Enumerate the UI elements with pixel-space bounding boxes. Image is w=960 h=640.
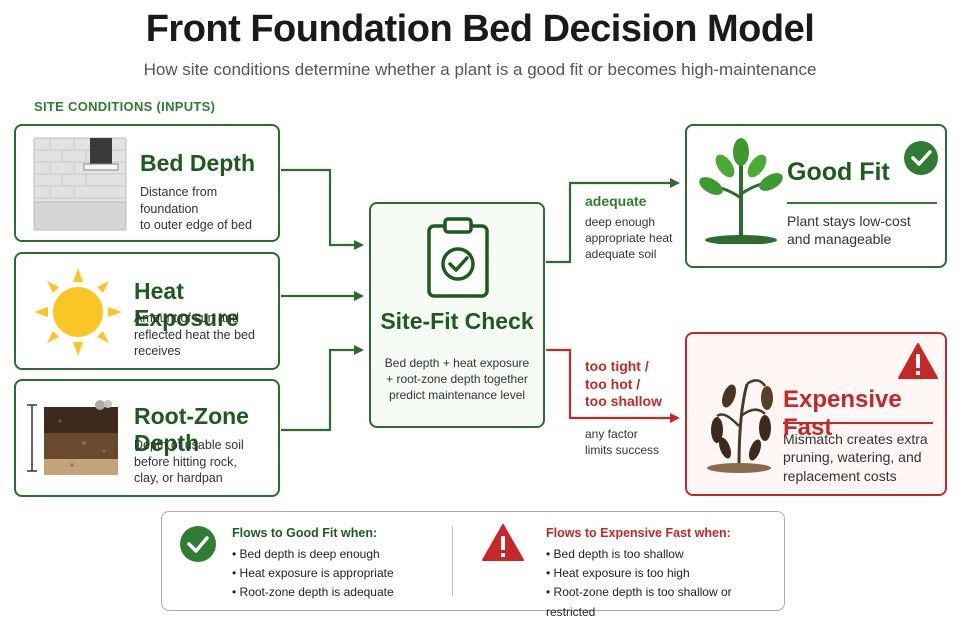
legend-good-title: Flows to Good Fit when: [232,526,378,540]
page-subtitle: How site conditions determine whether a … [143,60,817,79]
sun-icon [34,268,122,356]
root-zone-depth-title: Root-Zone Depth [134,403,249,456]
list-item: Bed depth is deep enough [232,545,394,564]
arrow-bed-to-check [281,168,364,250]
page-title: Front Foundation Bed Decision Model [145,8,815,50]
site-fit-check-title: Site-Fit Check [380,308,534,334]
arrow-root-to-check [281,345,364,432]
list-item: Root-zone depth is adequate [232,583,394,602]
bed-depth-title: Bed Depth [140,150,255,176]
legend-box: Flows to Good Fit when: Bed depth is dee… [161,511,785,619]
legend-bad-title: Flows to Expensive Fast when: [546,526,731,540]
expensive-fast-divider [783,422,933,424]
check-circle-icon [904,141,938,175]
good-branch-label: adequate [585,193,647,209]
list-item: Root-zone depth is too shallow or restri… [546,583,784,621]
list-item: Heat exposure is too high [546,564,784,583]
expensive-fast-title: Expensive Fast [783,386,902,441]
site-fit-check-description: Bed depth + heat exposure+ root-zone dep… [384,356,530,402]
legend-bad-list: Bed depth is too shallow Heat exposure i… [546,545,784,622]
wilted-plant-icon [707,379,773,473]
list-item: Bed depth is too shallow [546,545,784,564]
arrow-check-to-bad [546,348,680,423]
warning-triangle-icon [898,343,938,379]
heat-exposure-title: Heat Exposure [134,278,239,331]
soil-profile-icon [27,400,118,475]
legend-divider [452,526,453,596]
healthy-plant-icon [699,138,783,244]
house-foundation-icon [33,137,127,231]
inputs-heading: SITE CONDITIONS (INPUTS) [34,99,216,114]
warning-triangle-icon [482,524,524,561]
bad-branch-label: too tight /too hot /too shallow [585,358,662,409]
list-item: Heat exposure is appropriate [232,564,394,583]
good-fit-title: Good Fit [787,158,890,186]
good-fit-divider [787,202,937,204]
legend-good-list: Bed depth is deep enough Heat exposure i… [232,545,394,603]
arrow-check-to-good [546,178,680,264]
clipboard-check-icon [427,217,489,298]
site-fit-check-card: Site-Fit Check Bed depth + heat exposure… [369,202,545,428]
check-circle-icon [180,526,216,562]
